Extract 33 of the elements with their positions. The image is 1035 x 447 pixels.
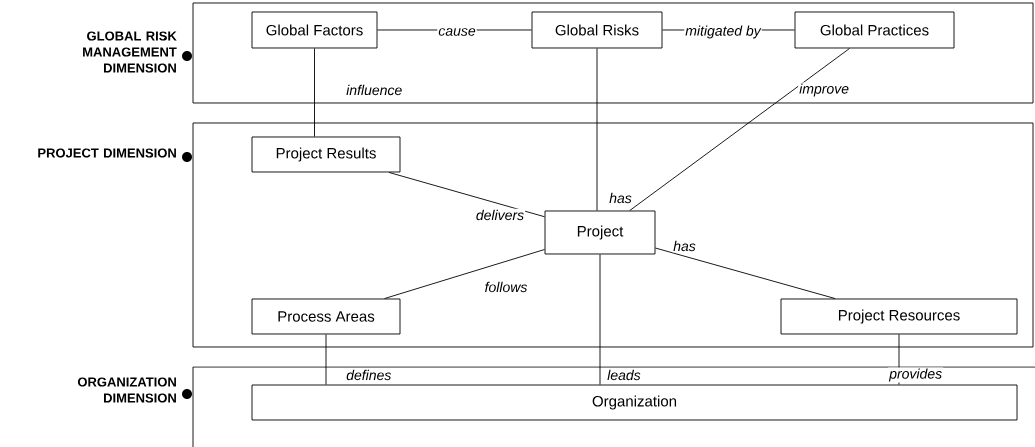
process-box: Global Practices	[794, 11, 955, 49]
connector-line	[325, 334, 327, 385]
process-box: Project Results	[251, 136, 401, 173]
connector-line	[655, 247, 836, 299]
connector-line	[629, 48, 850, 211]
edge-label: has	[672, 239, 697, 253]
dimension-band	[192, 122, 1034, 348]
edge-label: follows	[483, 280, 529, 294]
process-box: Project	[544, 210, 656, 255]
connector-line	[314, 48, 315, 137]
edge-label: influence	[345, 83, 404, 97]
edge-label: mitigated by	[684, 24, 762, 40]
connector-line	[388, 172, 545, 218]
edge-label: cause	[437, 27, 477, 37]
dimension-band	[192, 2, 1034, 104]
edge-label: provides	[888, 367, 944, 383]
process-box: Project Resources	[780, 298, 1018, 335]
edge-label: defines	[345, 368, 393, 382]
process-box: Process Areas	[251, 298, 401, 335]
band-heading: GLOBAL RISK MANAGEMENT DIMENSION	[83, 31, 177, 73]
edge-label: has	[608, 191, 633, 205]
edge-label: delivers	[474, 208, 526, 222]
dimension-band	[192, 366, 1035, 447]
edge-label: leads	[606, 368, 642, 382]
connector-line	[599, 254, 601, 385]
process-box: Global Factors	[251, 11, 378, 49]
edge-label: improve	[798, 82, 850, 98]
connector-line	[384, 249, 545, 299]
connector-line	[596, 48, 598, 211]
band-heading: ORGANIZATION DIMENSION	[77, 377, 176, 403]
process-box: Organization	[251, 384, 1018, 421]
process-box: Global Risks	[531, 11, 663, 49]
band-heading: PROJECT DIMENSION	[38, 148, 176, 158]
